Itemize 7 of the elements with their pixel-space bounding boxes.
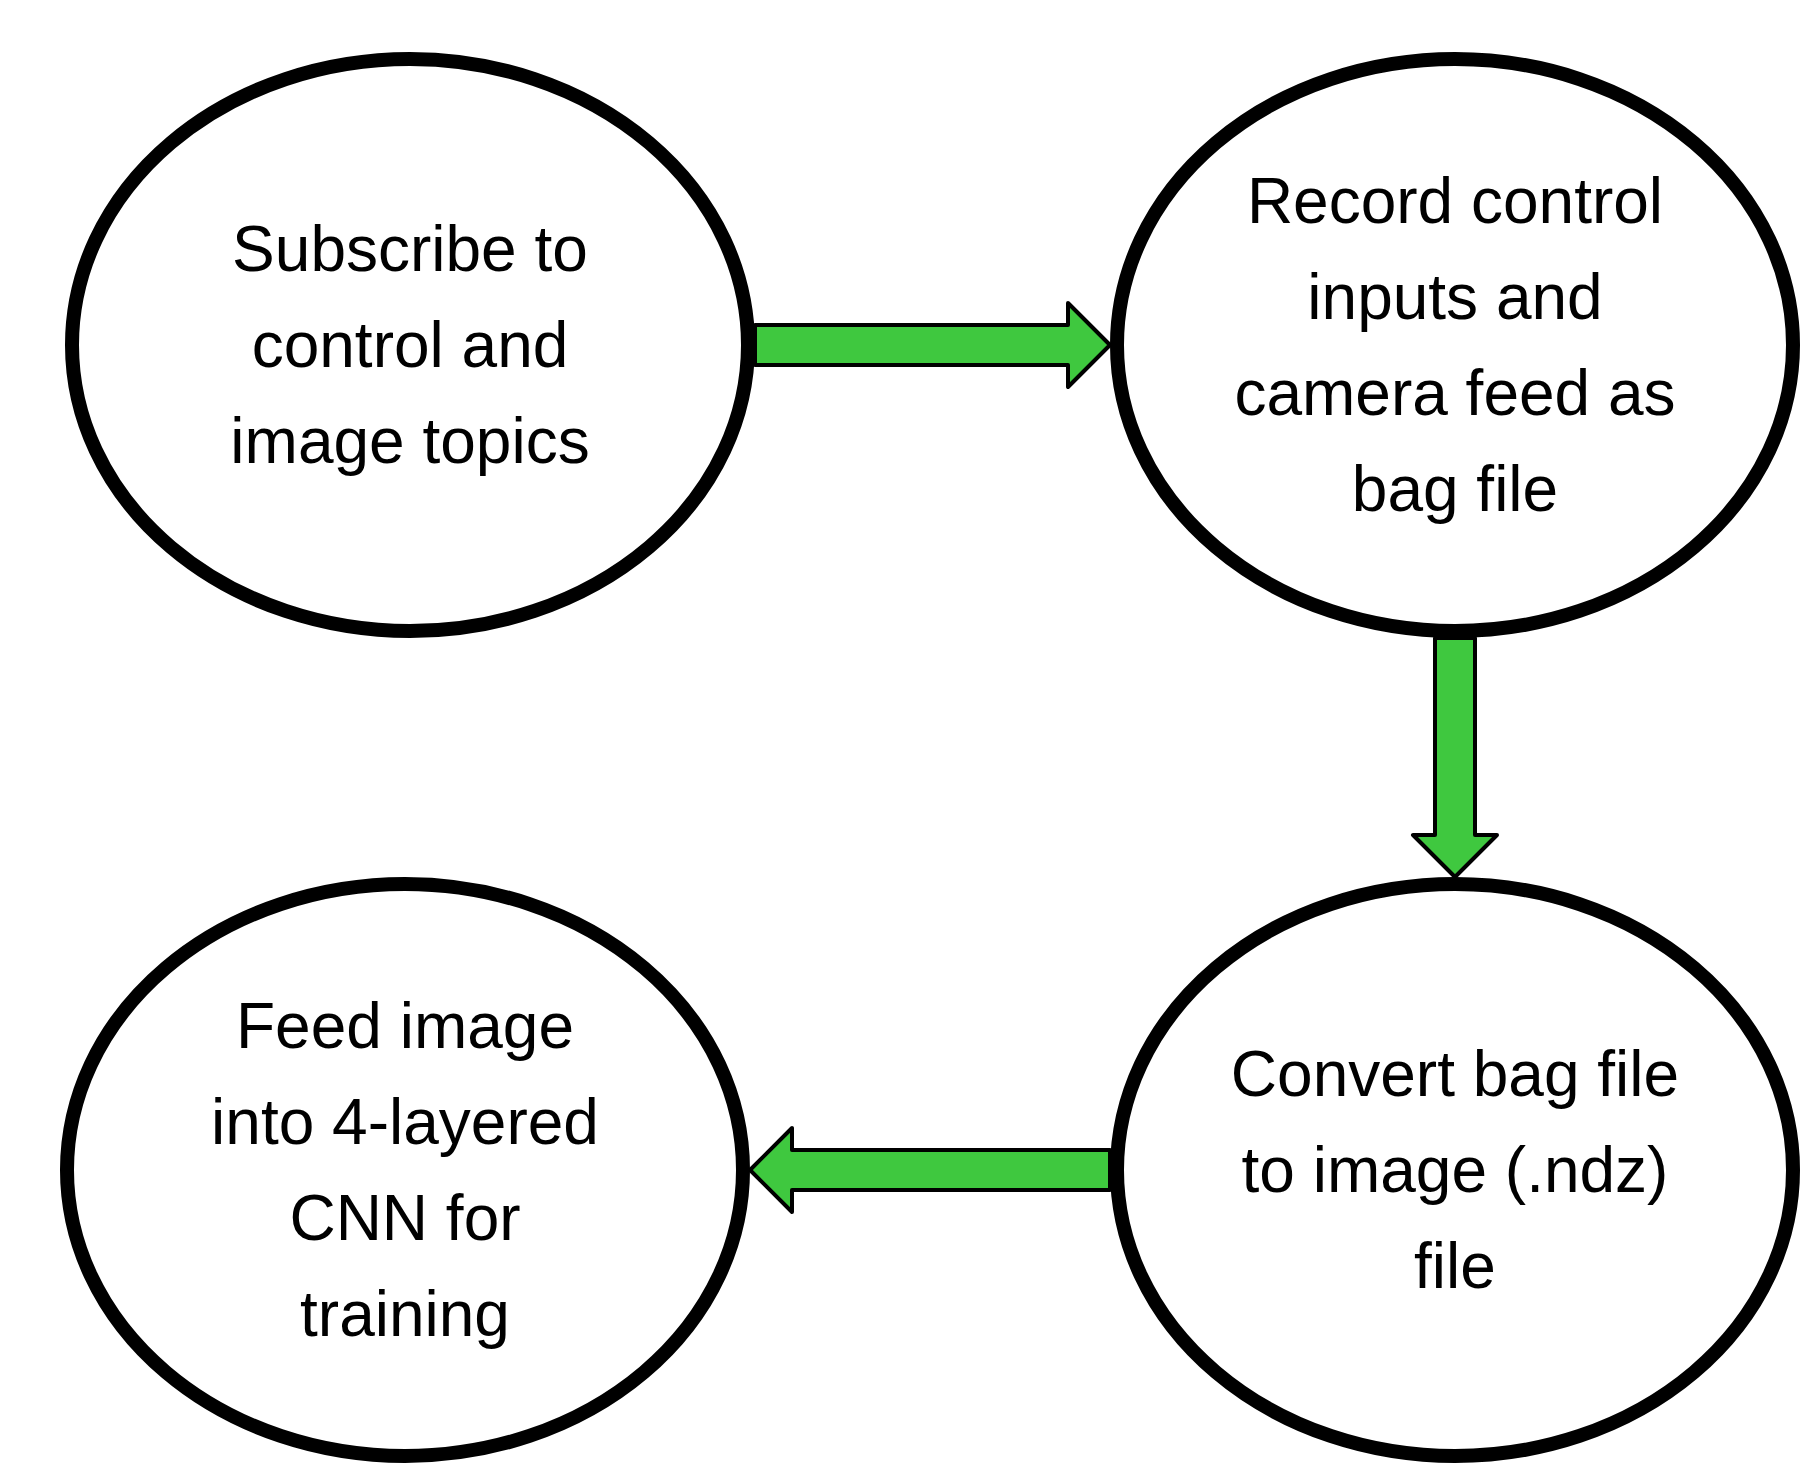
node-label: Feed image into 4-layered CNN for training bbox=[210, 989, 600, 1352]
block-arrow bbox=[748, 1126, 1112, 1214]
node-label: Subscribe to control and image topics bbox=[229, 212, 591, 479]
block-arrow bbox=[1411, 636, 1499, 879]
node-label: Convert bag file to image (.ndz) file bbox=[1229, 1037, 1681, 1304]
block-arrow bbox=[753, 301, 1112, 389]
node-label: Record control inputs and camera feed as bag file bbox=[1233, 164, 1677, 527]
